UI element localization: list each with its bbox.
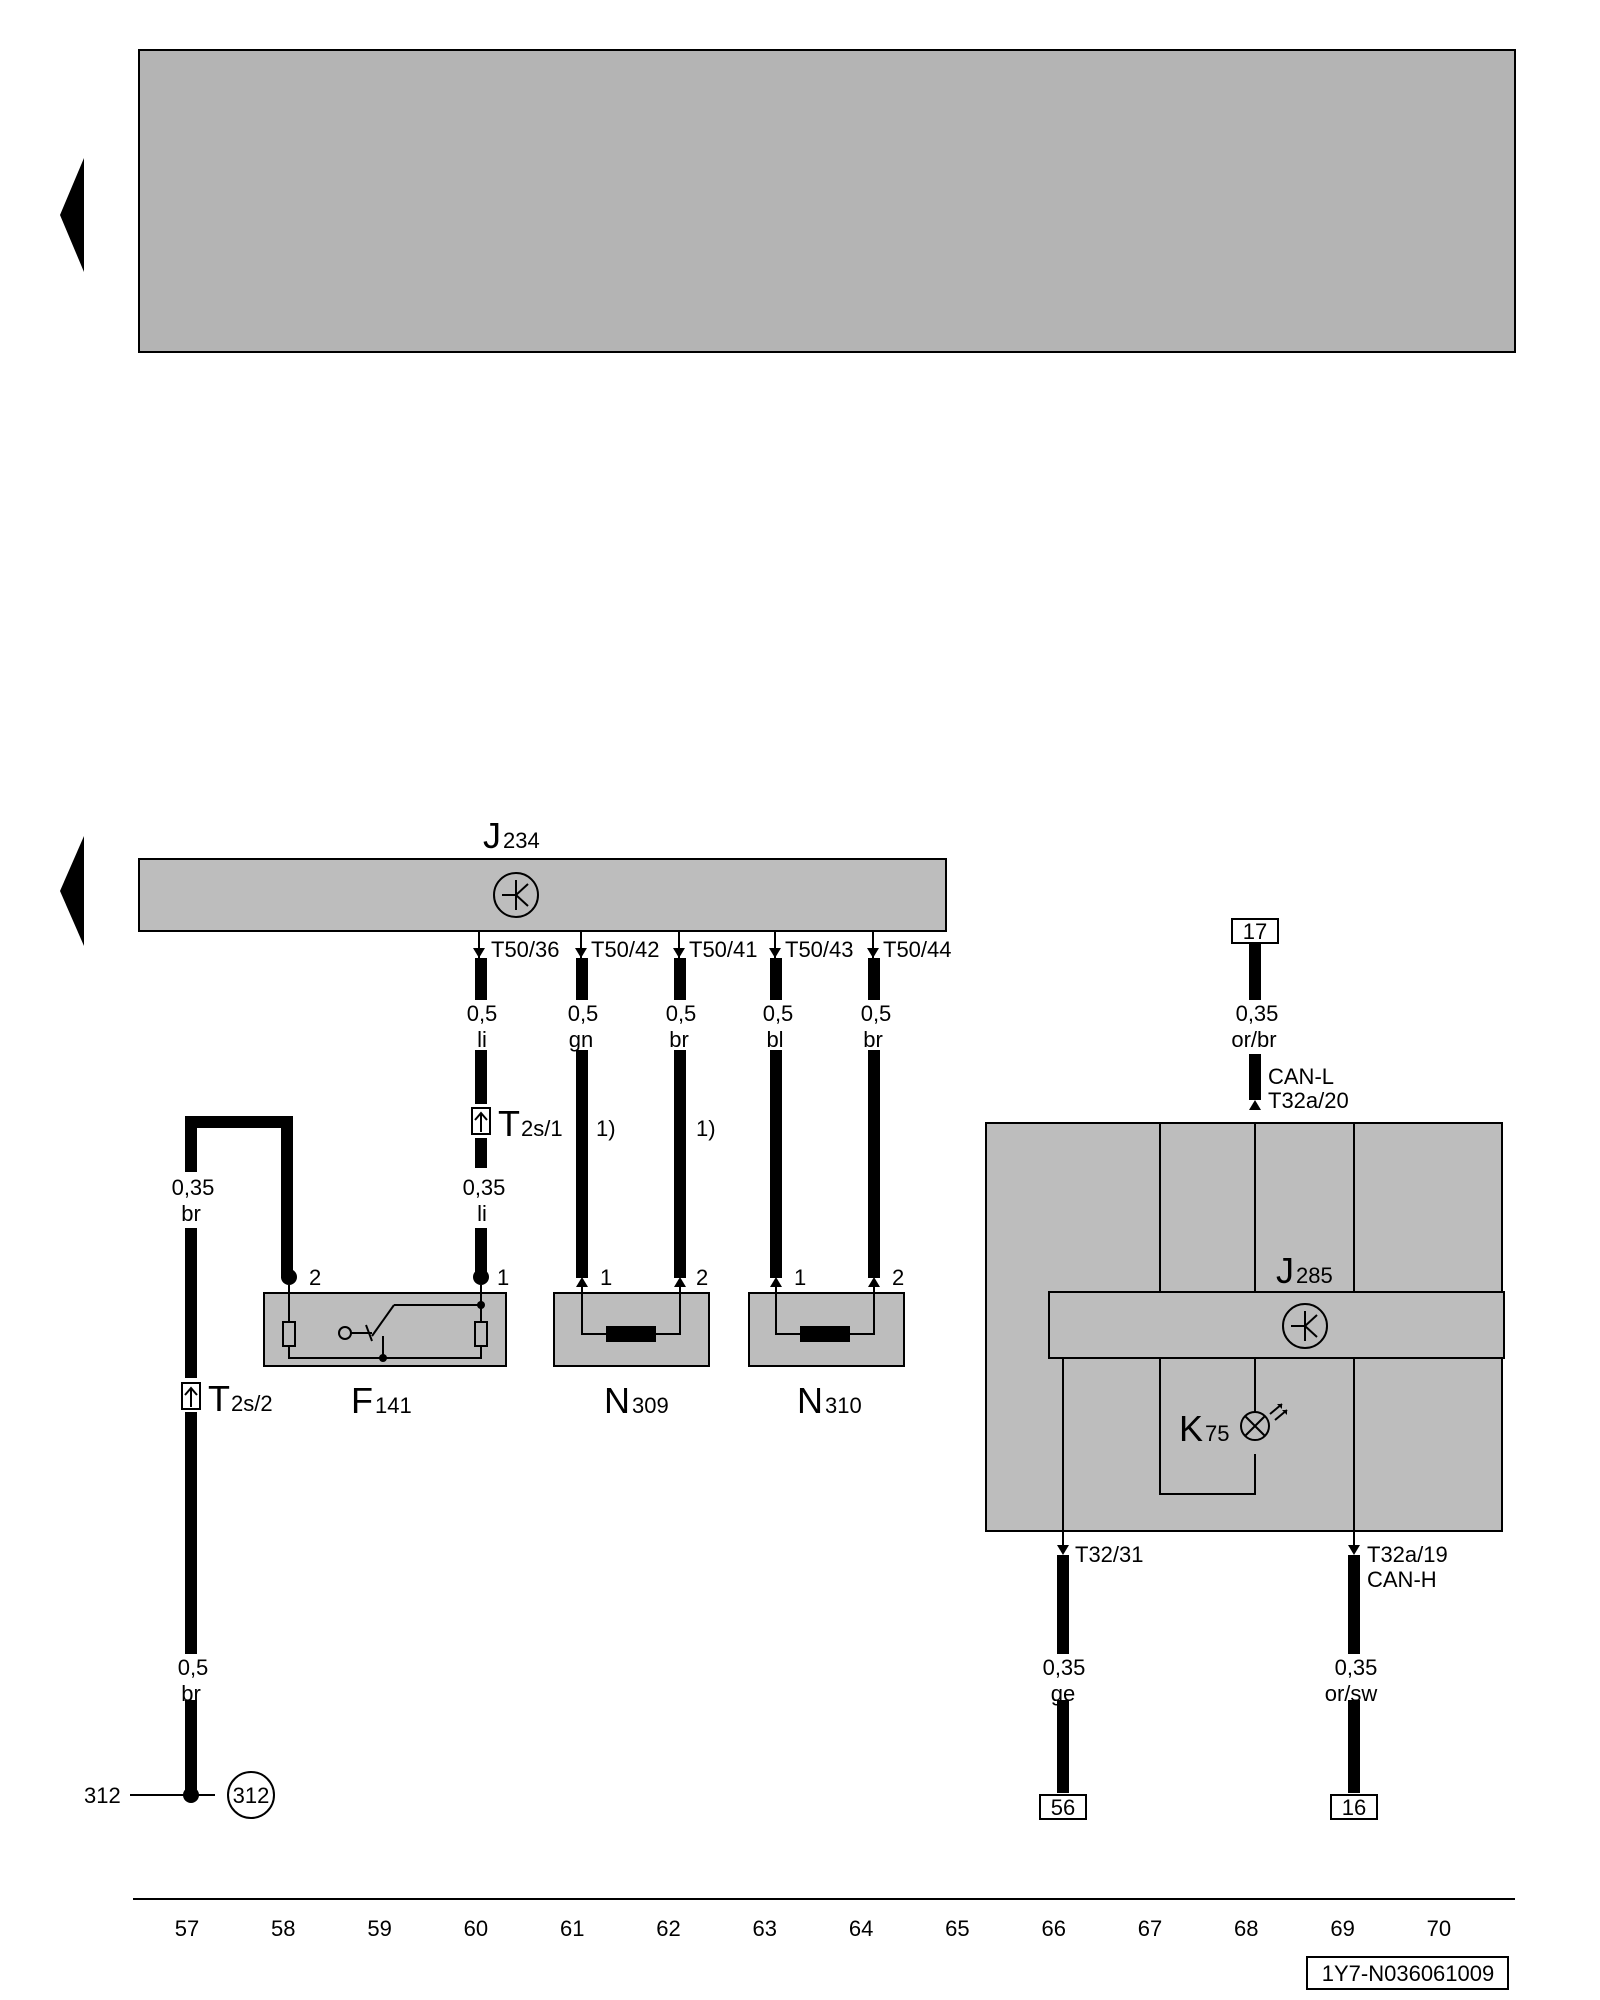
- wire-color-label: li: [477, 1201, 487, 1226]
- footnote-marker: 1): [596, 1116, 616, 1141]
- t2s1-label: T2s/1: [498, 1103, 563, 1144]
- connector-pin-markers: [576, 1277, 880, 1287]
- connector-t50-44: T50/44: [883, 937, 952, 962]
- wire-segments: [185, 958, 880, 1795]
- column-number: 69: [1330, 1916, 1354, 1941]
- j285-internal-lines: [1062, 1123, 1355, 1545]
- wire-color-label: br: [181, 1201, 201, 1226]
- column-number: 66: [1041, 1916, 1065, 1941]
- wire-color-label: ge: [1051, 1681, 1075, 1706]
- connector-pin-markers: [473, 931, 879, 958]
- j285-control-unit: [1048, 1291, 1505, 1359]
- k75-label: K75: [1179, 1408, 1230, 1449]
- column-numbers: 57 58 59 60 61 62 63 64 65 66 67 68 69 70: [175, 1916, 1451, 1941]
- ground-junction-dot: [183, 1787, 199, 1803]
- wire-size-label: 0,35: [1043, 1655, 1086, 1680]
- wire-color-label: gn: [569, 1027, 593, 1052]
- t2s2-label: T2s/2: [208, 1378, 273, 1419]
- pin-number: 1: [600, 1265, 612, 1290]
- connector-pin-marker: [1057, 1545, 1069, 1555]
- wire-size-label: 0,35: [1236, 1001, 1279, 1026]
- wire-size-label: 0,5: [178, 1655, 209, 1680]
- f141-switch-icon: [282, 1285, 488, 1362]
- wire-size-label: 0,5: [861, 1001, 892, 1026]
- column-number: 58: [271, 1916, 295, 1941]
- column-number: 60: [464, 1916, 488, 1941]
- can-l-label: CAN-L: [1268, 1064, 1334, 1089]
- t2s1-connector-icon: [471, 1107, 491, 1135]
- connector-t32a-19: T32a/19: [1367, 1542, 1448, 1567]
- pin-number: 2: [696, 1265, 708, 1290]
- pin-number: 1: [497, 1265, 509, 1290]
- column-number: 62: [656, 1916, 680, 1941]
- ref-box-17: [1231, 918, 1279, 944]
- ref-box-16: [1330, 1794, 1378, 1820]
- j285-transistor-icon: [1282, 1303, 1328, 1349]
- can-h-label: CAN-H: [1367, 1567, 1437, 1592]
- wire-color-label: br: [669, 1027, 689, 1052]
- t2s2-connector-icon: [181, 1382, 201, 1410]
- ref-box-56: [1039, 1794, 1087, 1820]
- column-number: 68: [1234, 1916, 1258, 1941]
- wire-color-label: br: [863, 1027, 883, 1052]
- connector-pin-marker: [1348, 1545, 1360, 1555]
- n309-label: N309: [604, 1380, 669, 1421]
- n309-valve-icon: [581, 1287, 681, 1342]
- j234-transistor-icon: [493, 872, 539, 918]
- column-number: 67: [1138, 1916, 1162, 1941]
- pin-number: 1: [794, 1265, 806, 1290]
- column-number: 65: [945, 1916, 969, 1941]
- doc-code-box: [1306, 1956, 1509, 1990]
- wire-color-label: or/br: [1231, 1027, 1276, 1052]
- wire-size-label: 0,5: [568, 1001, 599, 1026]
- column-number: 64: [849, 1916, 873, 1941]
- wire-size-label: 0,5: [467, 1001, 498, 1026]
- ref-16: 16: [1342, 1795, 1366, 1820]
- pin-number: 2: [892, 1265, 904, 1290]
- f141-label: F141: [351, 1380, 412, 1421]
- pin-number: 2: [309, 1265, 321, 1290]
- column-number: 61: [560, 1916, 584, 1941]
- connector-t32a-20: T32a/20: [1268, 1088, 1349, 1113]
- doc-code: 1Y7-N036061009: [1322, 1961, 1494, 1986]
- connector-t50-43: T50/43: [785, 937, 854, 962]
- previous-diagram-arrow-icon[interactable]: [60, 836, 84, 946]
- connector-t50-41: T50/41: [689, 937, 758, 962]
- column-number: 70: [1427, 1916, 1451, 1941]
- connector-t50-36: T50/36: [491, 937, 560, 962]
- ref-56: 56: [1051, 1795, 1075, 1820]
- wire-size-label: 0,5: [666, 1001, 697, 1026]
- ground-ref: 312: [233, 1783, 270, 1808]
- pin-dot: [473, 1269, 489, 1285]
- wire-color-label: bl: [766, 1027, 783, 1052]
- column-number: 59: [367, 1916, 391, 1941]
- wire-color-label: br: [181, 1681, 201, 1706]
- k75-warning-lamp-icon: [1240, 1403, 1288, 1441]
- pin-dot: [281, 1269, 297, 1285]
- ref-17: 17: [1243, 919, 1267, 944]
- n310-valve-icon: [775, 1287, 875, 1342]
- wire-size-label: 0,5: [763, 1001, 794, 1026]
- previous-page-arrow-icon[interactable]: [60, 158, 84, 272]
- header-banner: [138, 49, 1516, 353]
- connector-t50-42: T50/42: [591, 937, 660, 962]
- connector-pin-marker: [1249, 1100, 1261, 1110]
- connector-t32-31: T32/31: [1075, 1542, 1144, 1567]
- wire-color-label: or/sw: [1325, 1681, 1378, 1706]
- footnote-marker: 1): [696, 1116, 716, 1141]
- wire-size-label: 0,35: [172, 1175, 215, 1200]
- wire-color-label: li: [477, 1027, 487, 1052]
- j285-label: J285: [1276, 1250, 1333, 1291]
- j234-control-unit: [138, 858, 947, 932]
- wire-size-label: 0,35: [1335, 1655, 1378, 1680]
- j234-label: J234: [483, 815, 540, 856]
- ground-circle: [227, 1771, 275, 1819]
- n310-label: N310: [797, 1380, 862, 1421]
- column-number: 57: [175, 1916, 199, 1941]
- column-number: 63: [753, 1916, 777, 1941]
- wire-size-label: 0,35: [463, 1175, 506, 1200]
- ground-line-ref: 312: [84, 1783, 121, 1808]
